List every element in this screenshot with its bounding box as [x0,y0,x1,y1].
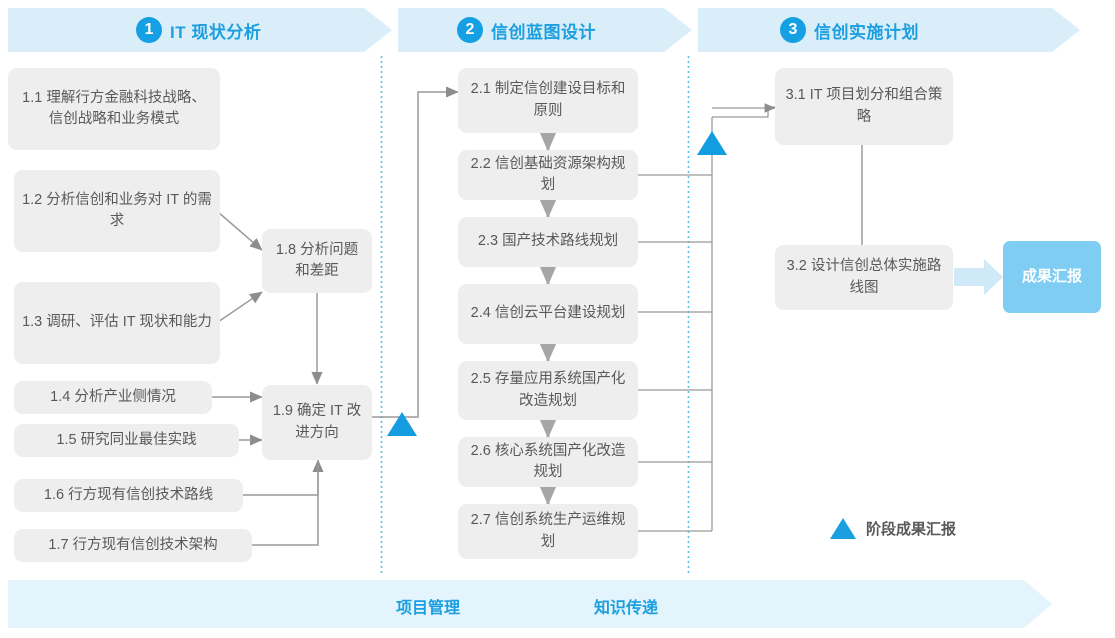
task-box-1-2[interactable]: 1.2 分析信创和业务对 IT 的需求 [14,170,220,252]
task-box-2-2[interactable]: 2.2 信创基础资源架构规划 [458,150,638,200]
connector-1-7-to-1-9 [252,460,319,546]
task-box-1-7[interactable]: 1.7 行方现有信创技术架构 [14,529,252,562]
legend-label: 阶段成果汇报 [866,521,957,538]
task-box-1-1[interactable]: 1.1 理解行方金融科技战略、信创战略和业务模式 [8,68,220,150]
connector-1-6-to-1-9 [243,459,324,496]
task-box-1-4[interactable]: 1.4 分析产业侧情况 [14,381,212,414]
task-box-2-7[interactable]: 2.7 信创系统生产运维规划 [458,504,638,559]
task-box-2-1[interactable]: 2.1 制定信创建设目标和原则 [458,68,638,133]
connector-3-2-to-result-arrow [954,259,1003,295]
phase-title-1: IT 现状分析 [170,22,262,42]
task-box-2-3[interactable]: 2.3 国产技术路线规划 [458,217,638,267]
connector-1-9-to-2-1 [372,86,459,418]
bottom-band-label-project-management[interactable]: 项目管理 [396,600,461,617]
phase-number-3: 3 [780,17,806,43]
phase-number-1: 1 [136,17,162,43]
task-box-1-3[interactable]: 1.3 调研、评估 IT 现状和能力 [14,282,220,364]
task-box-1-6[interactable]: 1.6 行方现有信创技术路线 [14,479,243,512]
phase-header-1[interactable]: 1 IT 现状分析 [136,8,261,52]
bottom-band [8,580,1052,628]
task-box-1-9[interactable]: 1.9 确定 IT 改进方向 [262,385,372,460]
result-report-chip[interactable]: 成果汇报 [1003,241,1101,313]
milestone-triangle-icon [830,518,856,539]
task-box-3-1[interactable]: 3.1 IT 项目划分和组合策略 [775,68,953,145]
bottom-band-label-knowledge-transfer[interactable]: 知识传递 [594,600,659,617]
task-box-1-8[interactable]: 1.8 分析问题和差距 [262,229,372,293]
phase-title-2: 信创蓝图设计 [491,22,596,42]
phase-title-3: 信创实施计划 [814,22,919,42]
phase-header-3[interactable]: 3 信创实施计划 [780,8,919,52]
connector-1-2-to-1-8 [217,211,263,251]
connector-bus-to-3-1 [712,106,775,118]
task-box-2-5[interactable]: 2.5 存量应用系统国产化改造规划 [458,361,638,420]
task-box-2-6[interactable]: 2.6 核心系统国产化改造规划 [458,437,638,487]
milestone-triangle-phase1 [387,412,417,436]
phase-header-2[interactable]: 2 信创蓝图设计 [457,8,596,52]
task-box-3-2[interactable]: 3.2 设计信创总体实施路线图 [775,245,953,310]
task-box-1-5[interactable]: 1.5 研究同业最佳实践 [14,424,239,457]
milestone-triangle-phase2 [697,131,727,155]
connector-1-3-to-1-8 [217,291,263,323]
legend-stage-milestone: 阶段成果汇报 [830,518,956,539]
phase-number-2: 2 [457,17,483,43]
task-box-2-4[interactable]: 2.4 信创云平台建设规划 [458,284,638,344]
